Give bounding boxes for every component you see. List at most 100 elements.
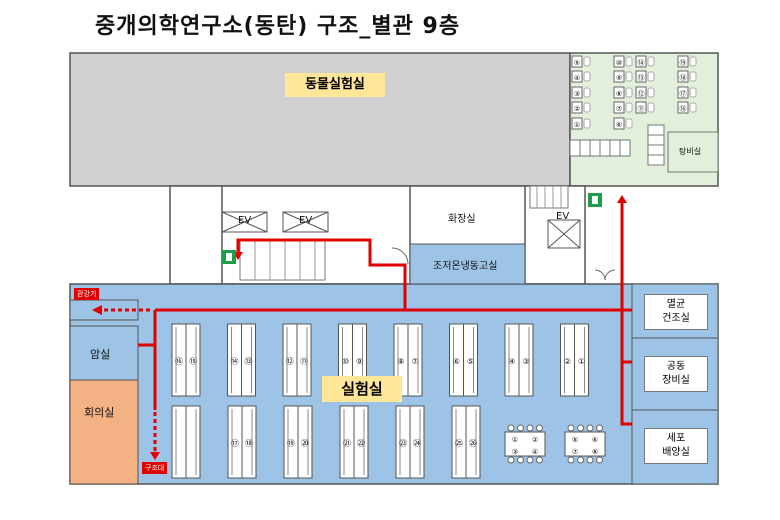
seat-number: ⑤ — [572, 436, 578, 444]
bench-number: ㉔ — [413, 439, 421, 448]
seat-number: ③ — [512, 448, 518, 456]
pantry-seat: ⑫ — [635, 86, 655, 99]
reagent-storage-label: 조저온냉동고실 — [433, 261, 498, 272]
chair — [536, 424, 543, 432]
seat-number: ⑰ — [680, 90, 687, 98]
bench-number: ⑲ — [287, 439, 295, 448]
bench-number: ⑮ — [189, 357, 197, 366]
seat-number: ⑲ — [680, 59, 687, 67]
chair — [507, 424, 515, 432]
stair-left-lines — [254, 240, 316, 280]
seat-number: ⑱ — [680, 74, 687, 82]
evacuation-route — [138, 200, 632, 426]
bench-number: ② — [564, 357, 571, 366]
stair-right — [529, 185, 569, 209]
bench-number: ⑭ — [231, 357, 239, 366]
ventilator-tag: 환강기 — [74, 288, 100, 300]
chair — [583, 102, 591, 113]
seat-number: ⑧ — [592, 448, 598, 456]
chair — [689, 56, 697, 67]
pantry-seat: ⑰ — [677, 86, 697, 99]
chair — [625, 71, 633, 82]
meeting-room-label: 회의실 — [84, 406, 115, 419]
pantry-label: 탕비실 — [679, 147, 702, 156]
seat-number: ① — [512, 436, 518, 444]
bench-number: ⑤ — [467, 357, 474, 366]
chair — [586, 424, 594, 432]
seat-number: ⑨ — [616, 74, 622, 82]
bench-number: ㉓ — [399, 439, 407, 448]
bench-number: ⑫ — [286, 357, 294, 366]
chair — [526, 424, 534, 432]
pantry-seat: ⑪ — [635, 101, 655, 114]
bench-number: ⑨ — [356, 357, 363, 366]
pantry-seat: ⑯ — [677, 101, 697, 114]
seat-number: ⑭ — [638, 59, 645, 67]
chair — [583, 118, 591, 129]
chair — [625, 56, 633, 67]
bench-number: ⑧ — [397, 357, 404, 366]
cell-culture-room-label: 세포 배양실 — [644, 428, 708, 464]
pantry-seat: ⑭ — [635, 55, 655, 68]
pantry-seat: ③ — [571, 86, 591, 99]
pantry-seat: ⑤ — [571, 55, 591, 68]
chair — [577, 456, 584, 464]
chair — [536, 456, 543, 464]
pantry-seat: ⑦ — [613, 101, 633, 114]
route-arrow — [617, 195, 627, 203]
exit-sign-right — [588, 193, 602, 207]
ev-left-a-label: EV — [238, 215, 252, 226]
pantry-stair — [647, 124, 665, 166]
route-arrow — [150, 452, 160, 460]
chair — [567, 424, 575, 432]
chair — [586, 456, 594, 464]
dark-room — [69, 325, 139, 381]
ev-left-b-label: EV — [299, 215, 313, 226]
chair — [577, 424, 584, 432]
bench-number: ⑰ — [231, 439, 239, 448]
route-arrow — [92, 305, 102, 315]
bench-number: ⑳ — [301, 439, 309, 448]
chair — [507, 456, 515, 464]
seat-number: ⑧ — [616, 90, 622, 98]
chair — [647, 56, 655, 67]
bench-bottom-empty — [171, 405, 201, 479]
exit-sign-left — [222, 250, 236, 264]
pantry-seat: ⑬ — [635, 70, 655, 83]
bench-number: ④ — [508, 357, 515, 366]
elevator-left — [221, 211, 329, 233]
chair — [689, 102, 697, 113]
chair — [625, 102, 633, 113]
seat-number: ⑦ — [572, 448, 578, 456]
bench-number: ⑯ — [175, 357, 183, 366]
pantry-seat: ⑲ — [677, 55, 697, 68]
seat-number: ⑥ — [616, 121, 622, 129]
door — [594, 269, 606, 281]
chair — [647, 102, 655, 113]
bench-number: ⑬ — [245, 357, 253, 366]
chair — [647, 87, 655, 98]
chair — [583, 56, 591, 67]
chair — [583, 87, 591, 98]
chair — [526, 456, 534, 464]
chair — [689, 87, 697, 98]
elevator-right — [547, 219, 581, 249]
pantry-seat: ② — [571, 101, 591, 114]
seat-number: ② — [532, 436, 538, 444]
page-title: 중개의학연구소(동탄) 구조_별관 9층 — [95, 14, 461, 39]
seat-number: ⑩ — [616, 59, 622, 67]
door — [604, 269, 616, 281]
animal-lab-label: 동물실험실 — [285, 73, 385, 97]
pantry-seat: ⑱ — [677, 70, 697, 83]
